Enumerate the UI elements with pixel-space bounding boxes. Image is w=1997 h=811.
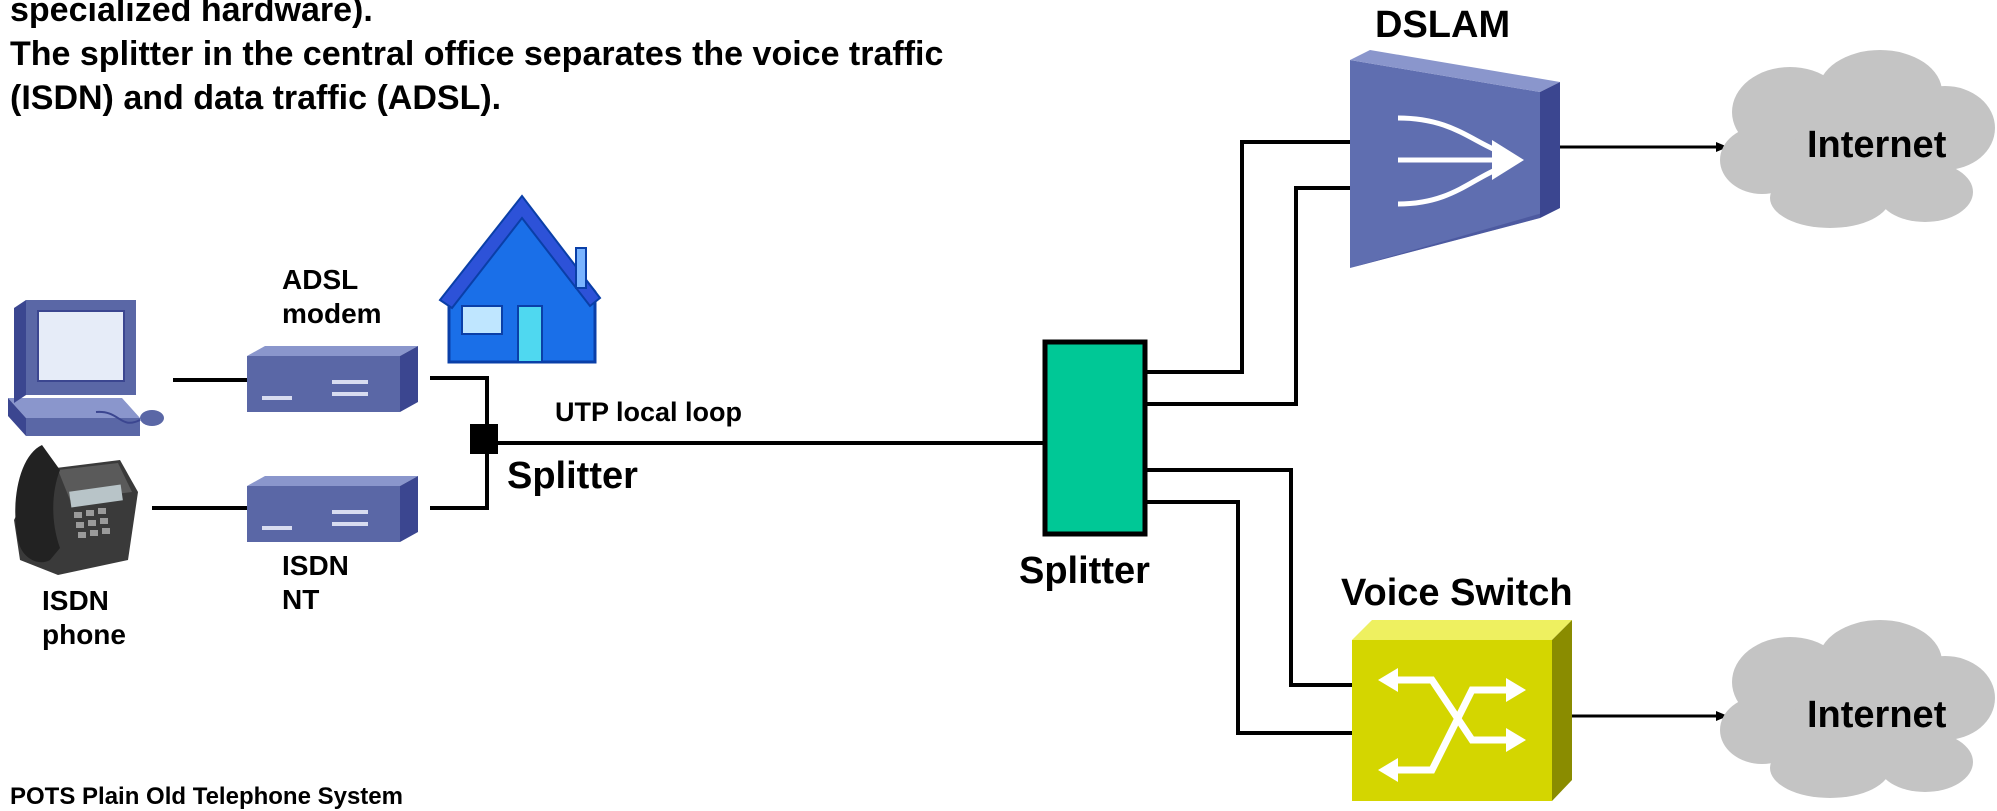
voice-switch-label: Voice Switch — [1341, 572, 1573, 614]
internet-label-top: Internet — [1807, 124, 1947, 166]
nt-splitter-link — [430, 450, 489, 510]
phone-icon — [14, 445, 138, 575]
splitter-dslam-link-2 — [1147, 186, 1352, 406]
isdn-nt-label-line-2: NT — [282, 584, 320, 615]
isdn-phone-label-line-2: phone — [42, 619, 126, 650]
internet-label-bottom: Internet — [1807, 694, 1947, 736]
co-splitter-label: Splitter — [1019, 550, 1150, 592]
isdn-phone-label-line-1: ISDN — [42, 585, 109, 616]
isdn-nt-label-line-1: ISDN — [282, 550, 349, 581]
splitter-voice-link-2 — [1147, 500, 1352, 735]
splitter-voice-link-1 — [1147, 468, 1352, 687]
cloud-icon-bottom — [1720, 620, 1995, 798]
isdn-nt-icon — [247, 476, 418, 542]
home-splitter-block — [470, 424, 498, 454]
voice-switch-icon — [1352, 620, 1572, 801]
footer-text: POTS Plain Old Telephone System — [10, 783, 403, 810]
cloud-icon-top — [1720, 50, 1995, 228]
adsl-modem-label: ADSL modem — [282, 263, 382, 331]
home-splitter-label: Splitter — [507, 455, 638, 497]
central-office-splitter — [1042, 339, 1148, 537]
adsl-modem-label-line-2: modem — [282, 298, 382, 329]
splitter-dslam-link-1 — [1147, 140, 1352, 374]
isdn-phone-label: ISDN phone — [42, 584, 126, 652]
dslam-label: DSLAM — [1375, 4, 1511, 46]
intro-line-2: The splitter in the central office separ… — [10, 35, 944, 73]
intro-line-1: specialized hardware). — [10, 0, 373, 29]
isdn-nt-label: ISDN NT — [282, 549, 349, 617]
computer-icon — [8, 300, 164, 436]
dslam-icon — [1350, 50, 1560, 268]
adsl-modem-label-line-1: ADSL — [282, 264, 359, 295]
house-icon — [438, 194, 602, 364]
adsl-modem-icon — [247, 346, 418, 412]
connection-lines — [152, 140, 1352, 735]
modem-splitter-link — [430, 376, 489, 425]
intro-line-3: (ISDN) and data traffic (ADSL). — [10, 79, 502, 117]
intro-text: specialized hardware). The splitter in t… — [10, 0, 943, 120]
utp-local-loop-label: UTP local loop — [555, 397, 743, 427]
